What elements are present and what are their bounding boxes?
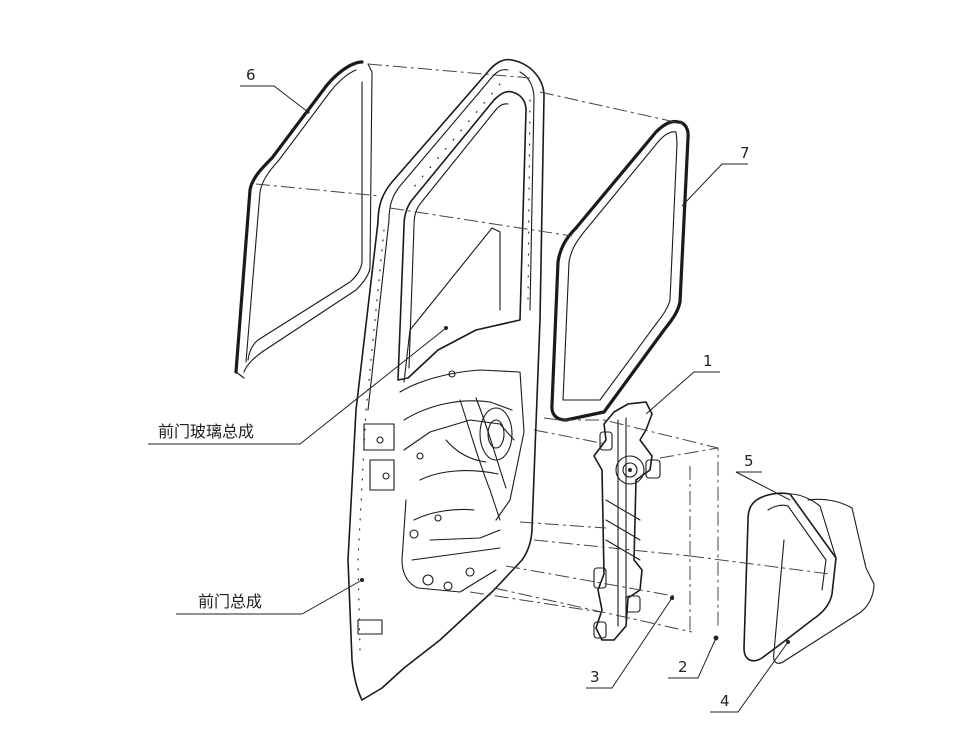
front-door-shell	[347, 58, 545, 701]
part-4-5-quarter-glass	[743, 492, 875, 664]
callout-3: 3	[590, 668, 600, 686]
callout-6: 6	[246, 66, 256, 84]
label-front-door-assembly: 前门总成	[198, 592, 262, 611]
callout-1: 1	[703, 352, 713, 370]
part-1-window-regulator	[593, 401, 661, 641]
leader-dots	[306, 110, 790, 644]
callout-7: 7	[740, 144, 750, 162]
callout-4: 4	[720, 692, 730, 710]
assembly-guide-lines	[255, 63, 831, 633]
part-7-glass-seal	[550, 119, 690, 422]
leader-lines	[148, 85, 791, 713]
callout-5: 5	[744, 452, 754, 470]
part-6-glass-run-seal	[234, 60, 373, 379]
callout-2: 2	[678, 658, 688, 676]
label-front-door-glass-assembly: 前门玻璃总成	[158, 422, 254, 441]
